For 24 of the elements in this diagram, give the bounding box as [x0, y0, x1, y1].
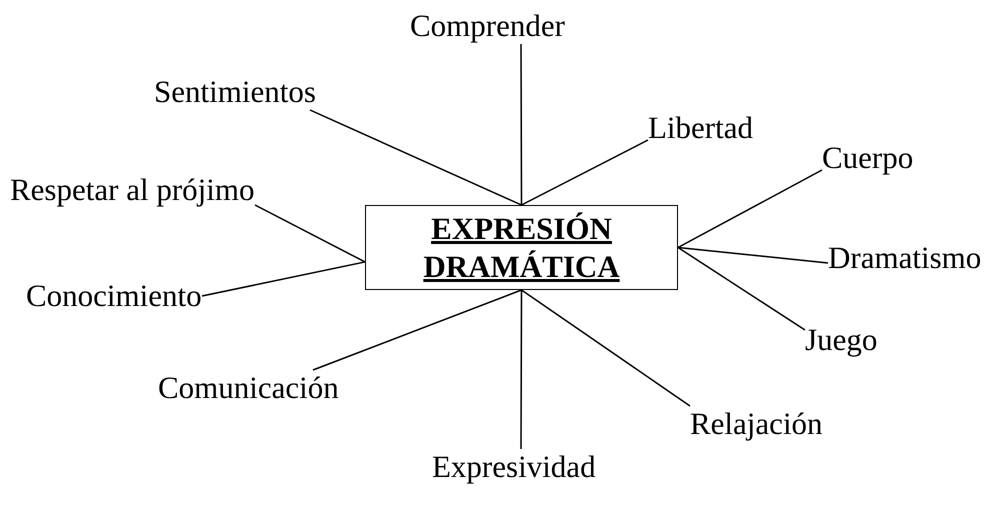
connector-line: [310, 109, 522, 206]
concept-label: Dramatismo: [828, 240, 982, 276]
concept-label: Relajación: [690, 406, 823, 442]
concept-label: Respetar al prójimo: [10, 172, 254, 208]
concept-label: Juego: [805, 322, 878, 358]
connector-line: [254, 204, 366, 263]
concept-label: Comprender: [410, 8, 565, 44]
connector-line: [520, 290, 522, 449]
connector-line: [678, 246, 806, 331]
connector-line: [521, 289, 690, 407]
connector-line: [678, 246, 828, 264]
connector-line: [312, 289, 522, 371]
concept-label: Sentimientos: [154, 74, 316, 110]
concept-label: Comunicación: [158, 370, 339, 406]
connector-line: [521, 139, 648, 206]
concept-label: Conocimiento: [26, 278, 202, 314]
title-text: EXPRESIÓN DRAMÁTICA: [422, 210, 621, 285]
connector-line: [520, 44, 522, 205]
title-box: [365, 205, 678, 290]
connector-line: [678, 169, 822, 248]
concept-label: Expresividad: [432, 449, 596, 485]
concept-label: Cuerpo: [822, 140, 914, 176]
concept-label: Libertad: [648, 110, 754, 146]
connector-line: [202, 261, 366, 297]
